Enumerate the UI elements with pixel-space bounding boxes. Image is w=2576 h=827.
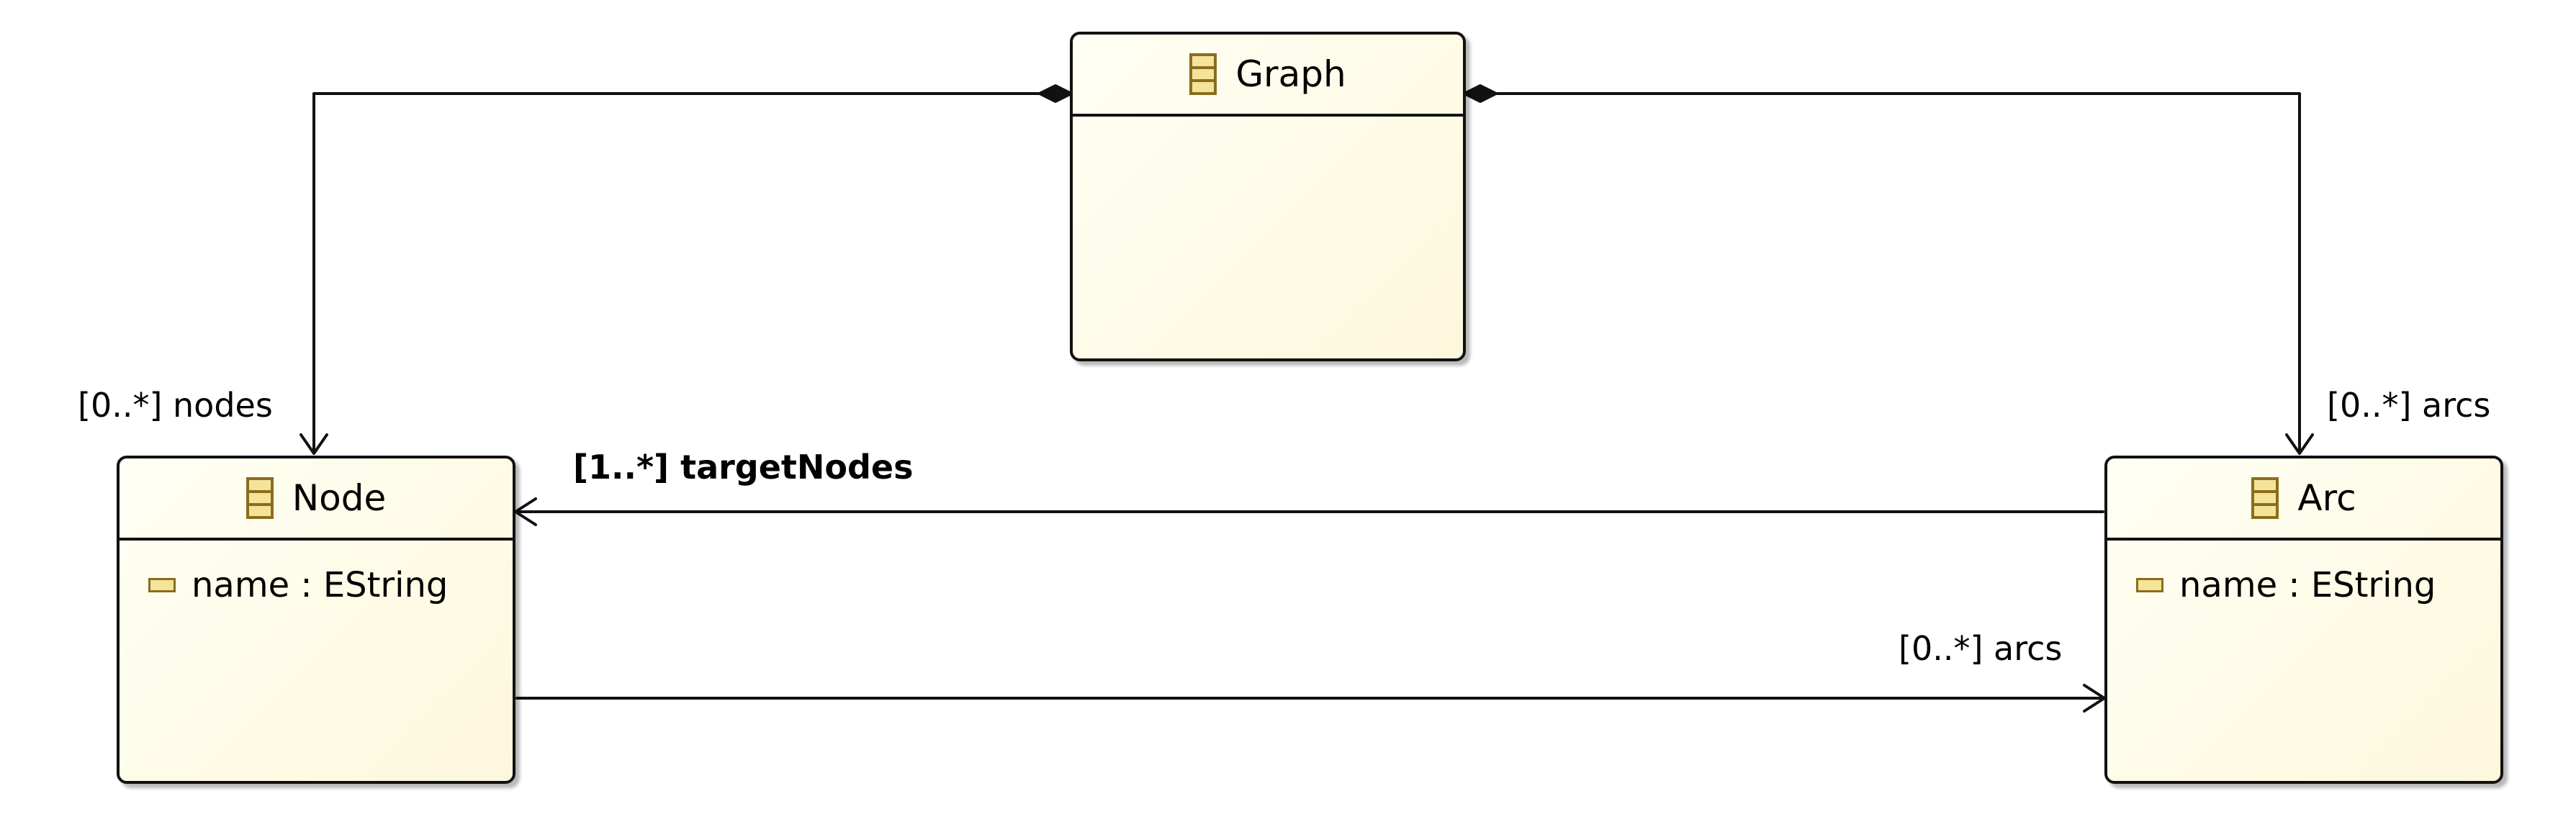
class-node-header: Node — [120, 458, 513, 541]
arrowhead-targetnodes — [514, 497, 537, 526]
class-node-attributes: name : EString — [120, 541, 513, 781]
arrowhead-nodes — [300, 433, 328, 455]
eattribute-icon — [148, 578, 176, 592]
eclass-icon — [2251, 477, 2279, 519]
class-graph[interactable]: Graph — [1070, 32, 1466, 361]
composition-diamond-arcs — [1463, 84, 1498, 103]
edge-graph-nodes — [312, 92, 1041, 453]
label-graph-arcs: [0..*] arcs — [2327, 386, 2491, 425]
edge-graph-arcs — [1495, 92, 2301, 453]
class-graph-header: Graph — [1073, 35, 1463, 117]
class-arc-name: Arc — [2297, 477, 2356, 519]
eclass-icon — [1189, 53, 1217, 95]
attribute-row[interactable]: name : EString — [148, 568, 448, 602]
class-arc-header: Arc — [2107, 458, 2500, 541]
class-arc-attributes: name : EString — [2107, 541, 2500, 781]
composition-diamond-nodes — [1038, 84, 1073, 103]
label-node-arcs: [0..*] arcs — [1899, 629, 2063, 668]
label-graph-nodes: [0..*] nodes — [78, 386, 273, 425]
class-node[interactable]: Node name : EString — [117, 456, 515, 784]
attribute-name: name : EString — [192, 565, 449, 605]
attribute-name: name : EString — [2179, 565, 2436, 605]
class-arc[interactable]: Arc name : EString — [2104, 456, 2503, 784]
attribute-row[interactable]: name : EString — [2136, 568, 2436, 602]
eclass-icon — [246, 477, 274, 519]
arrowhead-graph-arcs — [2285, 433, 2314, 455]
label-arc-targetnodes: [1..*] targetNodes — [573, 448, 914, 487]
class-node-name: Node — [292, 477, 387, 519]
class-graph-name: Graph — [1235, 53, 1346, 95]
eattribute-icon — [2136, 578, 2163, 592]
class-graph-attributes — [1073, 117, 1463, 358]
